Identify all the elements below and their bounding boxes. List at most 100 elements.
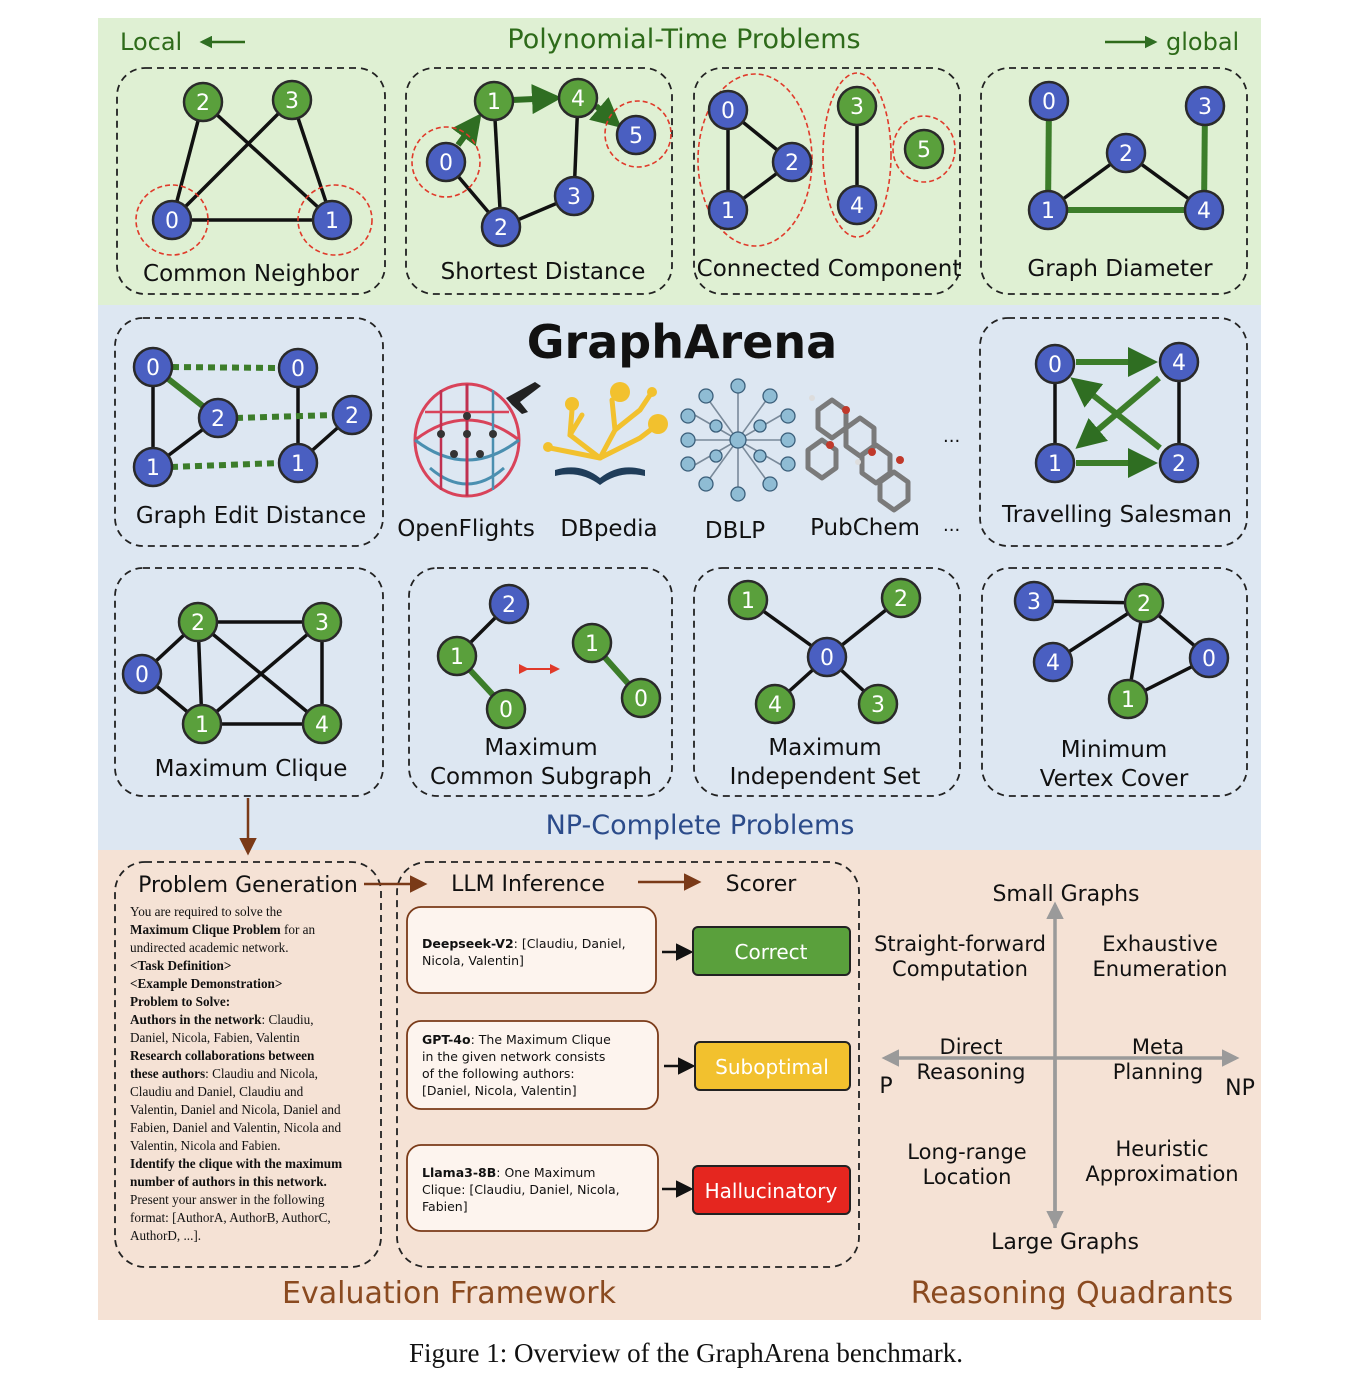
graph-node: 4 (557, 77, 599, 119)
graph-node: 2 (177, 601, 219, 643)
svg-text:2: 2 (1137, 592, 1151, 617)
quadrant-bl-line2: Location (923, 1165, 1012, 1189)
ellipsis-labels: ... (943, 515, 960, 536)
graph-node: 0 (121, 653, 163, 695)
svg-text:3: 3 (567, 185, 581, 210)
prompt-line: Claudiu and Daniel, Claudiu and (130, 1084, 304, 1099)
svg-text:4: 4 (1197, 199, 1211, 224)
prompt-line: Identify the clique with the maximum (130, 1156, 343, 1171)
svg-text:2: 2 (196, 91, 210, 116)
graph-node: 2 (182, 81, 224, 123)
graph-node: 2 (1158, 442, 1200, 484)
response-deepseek: Deepseek-V2: [Claudiu, Daniel, Nicola, V… (422, 935, 652, 969)
graph-node: 4 (1032, 641, 1074, 683)
graph-node: 5 (903, 128, 945, 170)
card-common-neighbor (116, 67, 386, 295)
eval-section-bg (98, 850, 1261, 1320)
graph-node: 3 (1184, 85, 1226, 127)
svg-text:2: 2 (1172, 452, 1186, 477)
np-section-bg (98, 305, 1261, 850)
prompt-line: number of authors in this network. (130, 1174, 327, 1189)
graph-node: 0 (806, 636, 848, 678)
graph-node: 0 (1034, 343, 1076, 385)
svg-text:4: 4 (571, 87, 585, 112)
label-mcs-line2: Common Subgraph (430, 764, 652, 790)
graph-node: 1 (132, 446, 174, 488)
prompt-line: these authors (130, 1066, 206, 1081)
prompt-line: for an (280, 922, 316, 937)
card-problem-generation (114, 861, 382, 1268)
reasoning-quadrants-title: Reasoning Quadrants (911, 1276, 1233, 1311)
response-box-llama (406, 1144, 659, 1232)
graph-node: 1 (727, 579, 769, 621)
svg-text:1: 1 (721, 199, 735, 224)
model-name: Deepseek-V2 (422, 936, 514, 951)
graph-node: 2 (880, 577, 922, 619)
prompt-line: <Task Definition> (130, 958, 232, 973)
graph-node: 5 (615, 114, 657, 156)
svg-text:4: 4 (315, 713, 329, 738)
svg-text:0: 0 (634, 687, 648, 712)
graph-node: 0 (1188, 637, 1230, 679)
response-text: Clique: [Claudiu, Daniel, Nicola, (422, 1182, 620, 1197)
svg-text:1: 1 (1041, 199, 1055, 224)
graph-node: 0 (707, 89, 749, 131)
card-min-vertex-cover (981, 567, 1248, 797)
response-box-deepseek (406, 906, 657, 994)
quadrant-br-line2: Approximation (1085, 1162, 1238, 1186)
quadrant-bottom: Large Graphs (991, 1230, 1139, 1255)
card-travelling-salesman (979, 317, 1248, 547)
card-max-common-subgraph (408, 567, 673, 797)
graph-node: 4 (836, 184, 878, 226)
graph-node: 3 (857, 683, 899, 725)
svg-text:0: 0 (165, 209, 179, 234)
label-openflights: OpenFlights (397, 516, 535, 542)
response-text: of the following authors: (422, 1066, 575, 1081)
svg-text:0: 0 (721, 99, 735, 124)
svg-text:2: 2 (494, 216, 508, 241)
quadrant-top: Small Graphs (992, 882, 1139, 907)
svg-text:4: 4 (768, 693, 782, 718)
graph-node: 2 (480, 206, 522, 248)
response-text: in the given network consists (422, 1049, 606, 1064)
card-shortest-distance (405, 67, 673, 295)
graph-common-neighbor (135, 98, 373, 256)
svg-text:0: 0 (1048, 353, 1062, 378)
prompt-line: Problem to Solve: (130, 994, 231, 1009)
verdict-suboptimal-label: Suboptimal (715, 1055, 829, 1079)
card-maximum-clique (114, 567, 384, 797)
response-box-gpt4o (406, 1020, 659, 1110)
graph-node: 4 (1158, 341, 1200, 383)
graph-node: 1 (707, 189, 749, 231)
prompt-line: Research collaborations between (130, 1048, 315, 1063)
label-dblp: DBLP (705, 518, 765, 544)
quadrant-ml-line2: Reasoning (916, 1060, 1025, 1084)
problem-generation-title: Problem Generation (138, 873, 358, 898)
prompt-line: <Example Demonstration> (130, 976, 283, 991)
poly-title: Polynomial-Time Problems (507, 24, 860, 55)
dblp-logo (680, 378, 796, 502)
label-graph-edit-distance: Graph Edit Distance (136, 503, 366, 529)
svg-text:1: 1 (741, 589, 755, 614)
label-travelling-salesman: Travelling Salesman (1001, 502, 1232, 528)
svg-text:5: 5 (917, 138, 931, 163)
graph-node: 0 (425, 141, 467, 183)
svg-text:1: 1 (1048, 452, 1062, 477)
svg-text:1: 1 (291, 452, 305, 477)
label-shortest-distance: Shortest Distance (441, 259, 646, 285)
graph-node: 2 (197, 397, 239, 439)
svg-text:1: 1 (450, 645, 464, 670)
quadrant-mr-line2: Planning (1113, 1060, 1203, 1084)
svg-text:0: 0 (439, 151, 453, 176)
label-mis-line1: Maximum (768, 735, 881, 761)
quadrant-right: NP (1225, 1076, 1255, 1101)
graph-node: 2 (331, 394, 373, 436)
svg-text:0: 0 (146, 356, 160, 381)
quadrant-tr-line2: Enumeration (1093, 957, 1228, 981)
svg-text:1: 1 (146, 456, 160, 481)
card-connected-component (693, 67, 961, 295)
verdict-hallucinatory (692, 1165, 851, 1215)
graph-node: 1 (436, 635, 478, 677)
prompt-line: : Claudiu and Nicola, (205, 1066, 318, 1081)
